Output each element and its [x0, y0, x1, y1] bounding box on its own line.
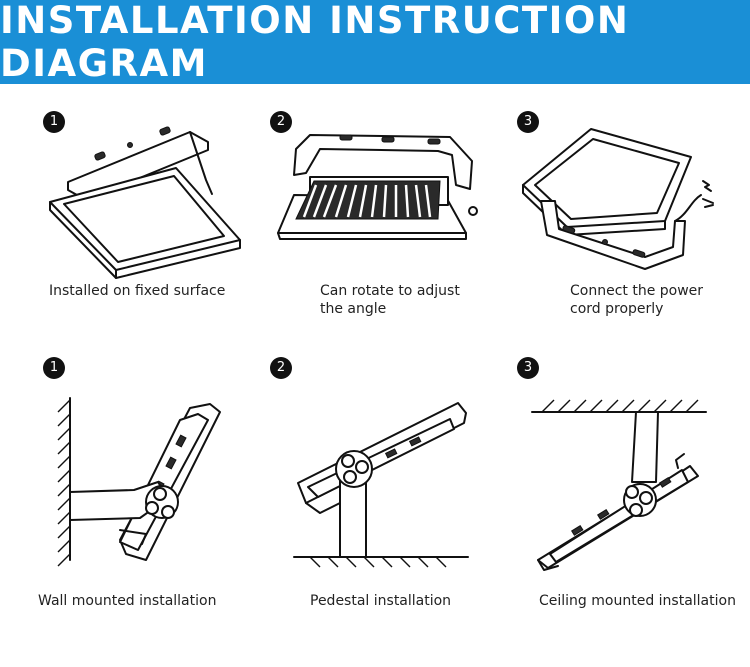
power-cord-illustration — [522, 128, 714, 270]
pedestal-illustration — [293, 402, 469, 568]
step-badge-top-1: 1 — [43, 111, 65, 133]
caption-connect-power: Connect the power cord properly — [570, 283, 704, 317]
fixed-surface-illustration — [49, 126, 241, 279]
caption-wall-mounted: Wall mounted installation — [38, 593, 217, 609]
header-banner: INSTALLATION INSTRUCTION DIAGRAM — [0, 0, 750, 85]
step-badge-top-2: 2 — [270, 111, 292, 133]
step-badge-bottom-3: 3 — [517, 357, 539, 379]
caption-pedestal: Pedestal installation — [310, 593, 452, 609]
wall-mount-illustration — [57, 397, 221, 567]
step-badge-bottom-2: 2 — [270, 357, 292, 379]
step-badge-bottom-1: 1 — [43, 357, 65, 379]
rotatable-illustration — [277, 134, 478, 240]
step-badge-top-3: 3 — [517, 111, 539, 133]
caption-fixed-surface: Installed on fixed surface — [49, 283, 226, 299]
caption-rotate-adjust: Can rotate to adjust the angle — [320, 283, 460, 317]
page-title: INSTALLATION INSTRUCTION DIAGRAM — [0, 0, 630, 85]
ceiling-mount-illustration — [531, 399, 707, 571]
caption-ceiling-mounted: Ceiling mounted installation — [539, 593, 736, 609]
